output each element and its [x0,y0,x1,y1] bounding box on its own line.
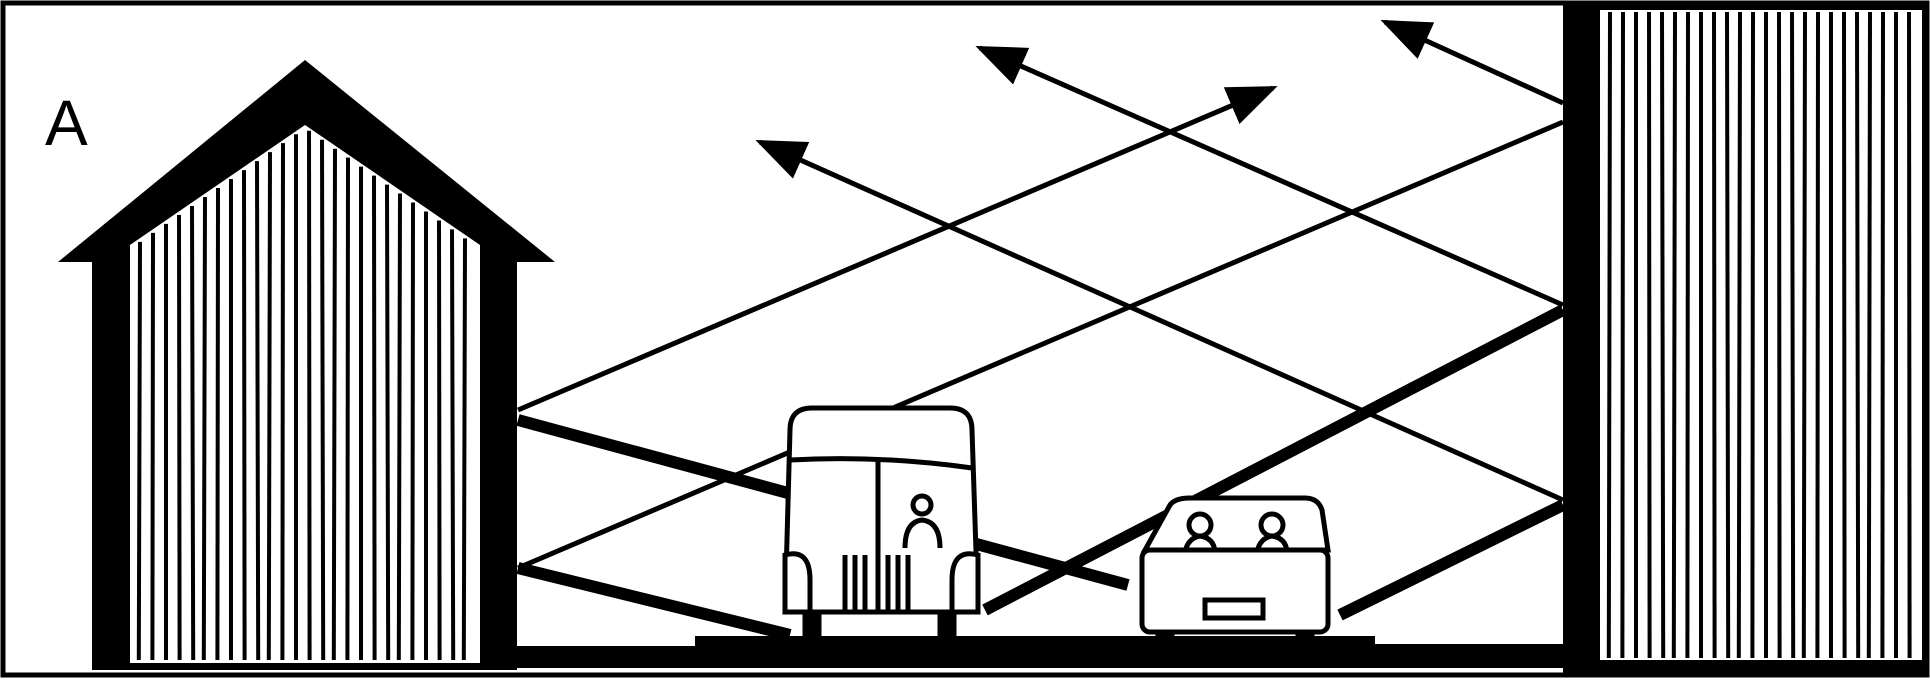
hatch-line [372,175,377,661]
ray-direct-to-bus [516,562,792,641]
hatch-line [1777,11,1782,659]
signal-rays [516,19,1566,641]
hatch-line [177,214,182,661]
bus [782,405,981,650]
hatch-line [1620,11,1625,659]
hatch-line [1660,11,1666,659]
ray-up-to-sky-3 [1380,19,1565,106]
hatch-line [215,188,220,661]
hatch-line [1815,11,1820,659]
hatch-line [280,143,285,661]
hatch-line [201,196,207,661]
hatch-line [1855,11,1861,659]
hatch-line [1606,11,1612,659]
hatch-line [255,161,261,661]
hatch-line [461,238,467,661]
hatch-line [190,205,196,661]
hatch-line [1712,11,1717,659]
hatch-line [242,170,247,661]
hatch-line [1685,11,1690,659]
hatch-line [1880,11,1885,659]
hatch-line [307,130,312,661]
bus-driver-head [910,493,934,517]
road-edge-right [1375,636,1563,644]
tower-wall-stripes [1606,11,1912,659]
bus-grille [842,555,911,612]
bus-driver-body [902,517,943,549]
hatch-line [1725,11,1731,659]
hatch-line [450,229,456,661]
ray-tower-to-road-1 [982,304,1566,616]
car-passenger-2-head [1258,511,1286,539]
bus-left-wheel [802,609,822,650]
hatch-line [331,148,337,661]
ray-up-to-sky-2 [975,45,1565,308]
hatch-line [320,139,326,661]
hatch-line [437,220,442,661]
house-wall [130,245,480,663]
bus-right-wheel [937,609,957,650]
car-passenger-1-body [1182,533,1218,553]
hatch-line [345,157,350,661]
hatch-line [1866,11,1872,659]
car-passenger-1-head [1186,511,1214,539]
hatch-line [136,241,142,661]
ray-tower-to-road-2 [1337,499,1566,621]
ray-wall-bounce-1 [517,119,1564,571]
hatch-line [396,193,402,661]
car [1139,495,1331,653]
left-building [58,60,555,670]
hatch-line [1671,11,1677,659]
hatch-line [1647,11,1652,659]
hatch-line [1750,11,1755,659]
road-edge-left [517,636,695,646]
car-cabin [1140,495,1331,553]
bus-roof-line [789,456,973,471]
hatch-line [150,232,155,661]
panel-label: A [45,87,88,159]
ray-up-to-sky-1 [517,85,1278,413]
hatch-line [1907,11,1912,659]
hatch-line [385,184,391,661]
house-wall-stripes [136,130,467,661]
car-passenger-2-body [1254,533,1290,553]
bus-right-headlight-panel [949,551,981,615]
hatch-line [410,202,415,661]
right-building [1563,3,1927,675]
hatch-line [1790,11,1796,659]
bus-left-headlight-panel [782,551,813,615]
hatch-line [1842,11,1847,659]
ray-up-to-sky-4 [755,139,1565,503]
road [517,636,1563,668]
hatch-line [1736,11,1742,659]
hatch-line [1801,11,1807,659]
hatch-line [266,152,272,661]
car-left-wheel [1155,629,1175,653]
car-right-wheel [1295,629,1315,653]
car-body [1139,547,1331,635]
car-license-plate [1202,597,1266,621]
bus-body [782,405,981,615]
